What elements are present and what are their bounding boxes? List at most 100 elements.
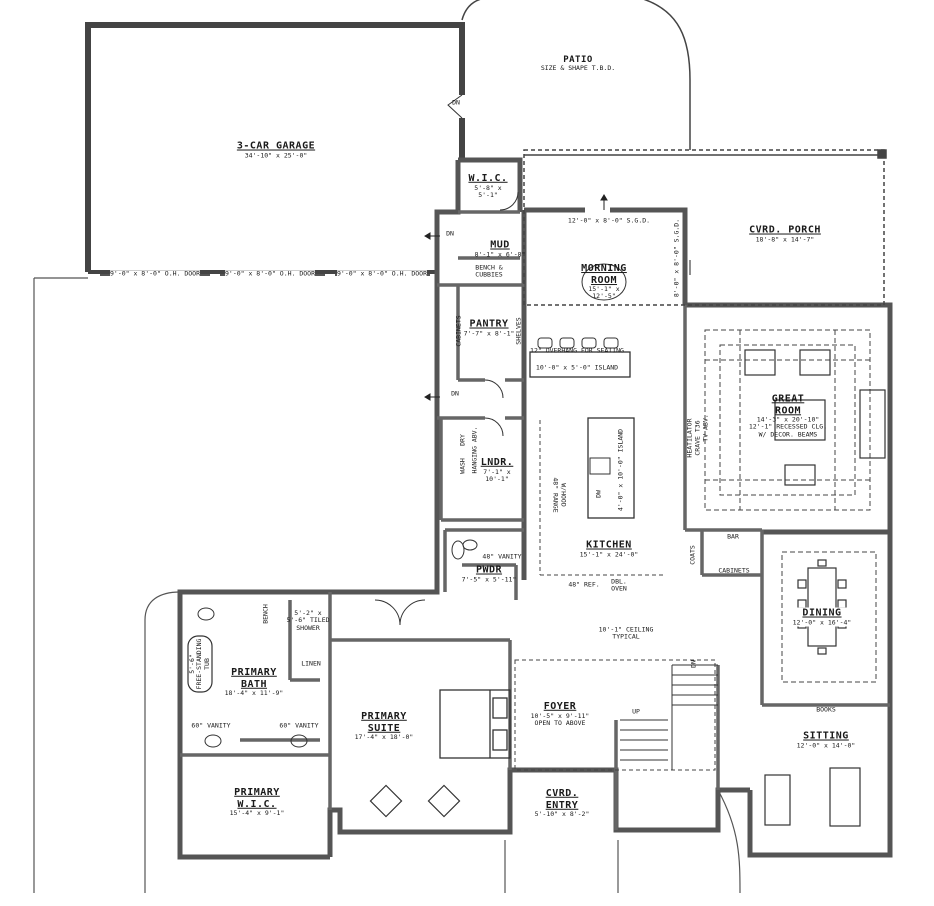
- great-room-label: GREAT ROOM 14'-3" x 20'-10" 12'-1" RECES…: [749, 393, 827, 438]
- main-walls: [177, 157, 893, 860]
- entry-name2: ENTRY: [545, 799, 579, 811]
- wash-note: WASH: [458, 458, 467, 474]
- stair-icon: [620, 664, 718, 770]
- oven-text1: DBL.: [611, 577, 627, 586]
- shower-text3: SHOWER: [296, 623, 320, 632]
- great-name: GREAT: [771, 393, 805, 405]
- dining-label: DINING 12'-0" x 16'-4": [792, 607, 852, 627]
- tv-note: TV ABV.: [701, 414, 710, 442]
- mud-name: MUD: [490, 239, 510, 251]
- wic-mud-name: W.I.C.: [468, 172, 508, 184]
- dry-note: DRY: [458, 434, 467, 446]
- pantry-name: PANTRY: [469, 318, 509, 330]
- island2-note: 4'-0" x 10'-0" ISLAND: [616, 428, 625, 512]
- garage-label: 3-CAR GARAGE 34'-10" x 25'-0": [237, 141, 315, 160]
- pwic-name2: W.I.C.: [237, 798, 277, 810]
- great-room-ceiling: [704, 329, 871, 511]
- bed-icon: [439, 689, 511, 759]
- shower-text1: 5'-2" x: [294, 608, 322, 617]
- chair-icon: [369, 784, 461, 818]
- oven-text2: OVEN: [611, 585, 627, 593]
- dn-mud: DN: [446, 229, 454, 238]
- pantry-label: PANTRY 7'-7" x 8'-1": [464, 319, 515, 338]
- ref48-note: 48" REF.: [568, 580, 600, 589]
- dn-stair: DN: [689, 660, 698, 668]
- sitting-dim: 12'-0" x 14'-0": [796, 741, 856, 750]
- dn-garage: DN: [452, 98, 460, 107]
- pbath-name2: BATH: [240, 678, 268, 690]
- cabinets-dining: CABINETS: [718, 566, 750, 575]
- powder-dim: 7'-5" x 5'-11": [461, 575, 517, 584]
- psuite-name2: SUITE: [367, 722, 401, 734]
- patio-outline: [461, 0, 691, 150]
- dw-note: DW: [594, 490, 603, 498]
- tub-text3: TUB: [202, 658, 211, 670]
- tub-icon: [187, 635, 213, 693]
- wic-mud-dim: 5'-8" x: [474, 183, 502, 192]
- pbath-name: PRIMARY: [231, 666, 277, 678]
- stools: [537, 337, 619, 349]
- entry-dim: 5'-10" x 8'-2": [534, 809, 590, 818]
- coats-note: COATS: [688, 545, 697, 565]
- sitting-label: SITTING 12'-0" x 14'-0": [797, 731, 856, 750]
- sgd-side: 8'-0" x 8'-0" S.G.D.: [672, 218, 681, 298]
- powder-name: PWDR: [475, 564, 503, 576]
- ceiling-note: 10'-1" CEILING TYPICAL: [598, 625, 654, 642]
- morning-name2: ROOM: [590, 274, 618, 286]
- dining-name: DINING: [792, 607, 852, 620]
- ceiling-text: 10'-1" CEILING: [598, 625, 654, 634]
- site-lines: [33, 277, 741, 894]
- toilet-icon: [197, 540, 465, 621]
- range-note: 48" RANGE: [551, 477, 560, 513]
- shower-text2: 5'-6" TILED: [286, 616, 330, 625]
- porch-name: CVRD. PORCH: [749, 224, 821, 236]
- great-dim2: 12'-1" RECESSED CLG.: [748, 422, 828, 431]
- island1-note: 10'-0" x 5'-0" ISLAND: [535, 363, 619, 372]
- garage-door-3: 9'-0" x 8'-0" O.H. DOOR: [336, 269, 428, 278]
- mud-label: MUD 8'-1" x 6'-8": [475, 240, 526, 259]
- shelves-note: SHELVES: [514, 317, 523, 345]
- porch-outline: [523, 149, 887, 306]
- pwic-name: PRIMARY: [234, 786, 280, 798]
- sgd-morning: 12'-0" x 8'-0" S.G.D.: [567, 216, 651, 225]
- patio-label: PATIO SIZE & SHAPE T.B.D.: [541, 55, 615, 73]
- linen-note: LINEN: [301, 659, 321, 668]
- kitchen-name: KITCHEN: [586, 539, 632, 551]
- islands: [529, 351, 635, 519]
- overhang-note: 12" OVERHANG FOR SEATING: [530, 346, 624, 355]
- foyer-dim: 10'-5" x 9'-11": [530, 711, 590, 720]
- pbath-dim: 18'-4" x 11'-9": [224, 688, 284, 697]
- cabinets-pantry: CABINETS: [454, 315, 463, 347]
- pantry-dim: 7'-7" x 8'-1": [463, 329, 515, 338]
- kitchen-dim: 15'-1" x 24'-0": [579, 550, 639, 559]
- laundry-label: LNDR. 7'-1" x 10'-1": [481, 457, 514, 483]
- patio-dim: SIZE & SHAPE T.B.D.: [540, 64, 616, 73]
- psuite-name: PRIMARY: [361, 710, 407, 722]
- dining-dim: 12'-0" x 16'-4": [792, 618, 852, 627]
- sitting-furniture: [764, 767, 861, 827]
- patio-name: PATIO: [563, 55, 593, 66]
- kitchen-label: KITCHEN 15'-1" x 24'-0": [580, 540, 639, 559]
- vanity48-note: 48" VANITY: [482, 552, 522, 561]
- bench-text: BENCH &: [475, 263, 503, 272]
- garage-dim: 34'-10" x 25'-0": [244, 151, 308, 160]
- primary-wic-label: PRIMARY W.I.C. 15'-4" x 9'-1": [230, 787, 285, 817]
- primary-suite-label: PRIMARY SUITE 17'-4" x 18'-0": [355, 711, 414, 741]
- garage-name: 3-CAR GARAGE: [236, 140, 316, 152]
- pwic-dim: 15'-4" x 9'-1": [229, 808, 285, 817]
- interior-walls: [180, 210, 890, 830]
- books-note: BOOKS: [816, 705, 836, 714]
- bench-note: BENCH & CUBBIES: [475, 263, 503, 280]
- morning-dim2: 12'-5": [592, 292, 616, 301]
- great-dim3: W/ DECOR. BEAMS: [758, 430, 818, 439]
- porch-label: CVRD. PORCH 18'-8" x 14'-7": [749, 225, 821, 244]
- foyer-dim2: OPEN TO ABOVE: [534, 718, 586, 727]
- porch-dim: 18'-8" x 14'-7": [755, 235, 815, 244]
- tub-note: 5'-6" FREE-STANDING TUB: [188, 639, 211, 690]
- foyer-name: FOYER: [543, 700, 577, 712]
- mud-dim: 8'-1" x 6'-8": [474, 250, 526, 259]
- psuite-dim: 17'-4" x 18'-0": [354, 732, 414, 741]
- wic-mud-dim2: 5'-1": [478, 190, 498, 199]
- oven-note: DBL. OVEN: [611, 577, 627, 594]
- vanity60b-note: 60" VANITY: [279, 721, 319, 730]
